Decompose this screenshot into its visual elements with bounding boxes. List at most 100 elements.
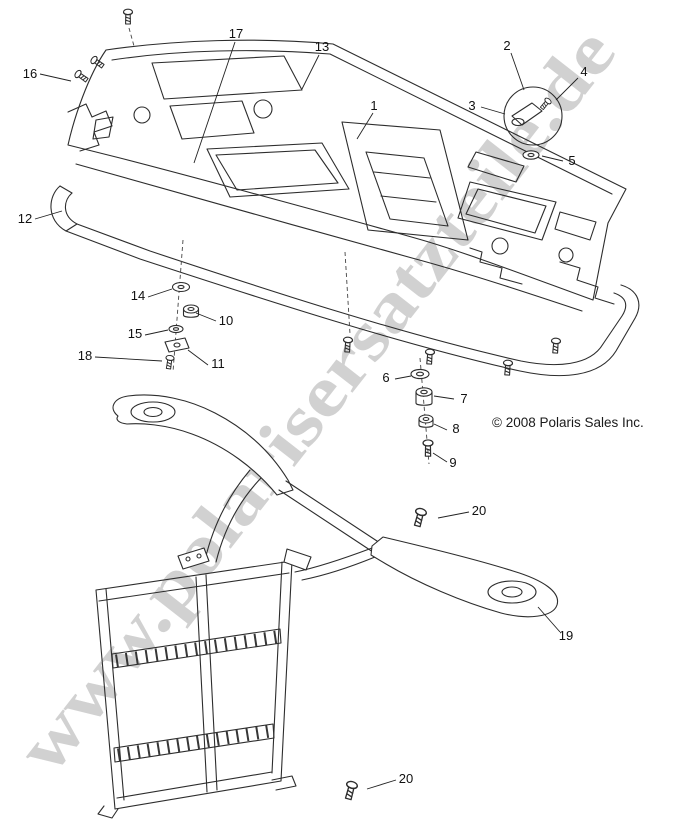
spacer-7-hole [420,389,428,395]
rack-center-channel [341,121,469,241]
callout-2: 2 [503,38,510,53]
washer-6 [410,368,430,380]
spacer-10 [182,304,200,314]
latch-bracket-3 [511,102,543,126]
rack-hole-round [253,99,273,119]
leader-10 [195,312,217,322]
leader-11 [187,349,209,366]
callout-12: 12 [18,211,32,226]
leader-lines [34,41,579,790]
screw-bolt [424,348,436,365]
frame-inner-bottom [116,771,273,799]
tube-left-down [204,469,251,561]
leader-7 [433,395,455,400]
rack-hole-round [558,247,574,263]
frame-rail-hatch [115,630,278,668]
rack-hole [457,181,557,241]
callout-5: 5 [568,153,575,168]
washer-15-hole [172,327,180,331]
rack-hole-round [133,106,151,124]
rack-hole [169,100,255,140]
callout-9: 9 [449,455,456,470]
leader-13 [301,54,320,90]
hardware-left-stack [163,239,200,373]
callout-8: 8 [452,421,459,436]
screw-bolt [89,54,106,71]
bracket-11-hole [173,342,181,348]
leader-12 [34,210,63,220]
callout-13: 13 [315,39,329,54]
frame-inner-top [98,572,290,602]
callout-20-upper: 20 [472,503,486,518]
rack-outline [67,39,627,301]
right-arm-slot-inner [501,586,523,598]
callout-19: 19 [559,628,573,643]
callout-1: 1 [370,98,377,113]
copyright-text: © 2008 Polaris Sales Inc. [492,415,644,430]
washer-5 [522,150,540,160]
watermark-text: www.polarisersatzteile.de [1,13,630,787]
nut-8-hole [422,416,430,422]
screw-bolt [122,8,134,25]
screw-bolt [550,337,562,354]
rack-top-ridge [111,50,613,195]
frame-inner-left [105,588,125,801]
callout-6: 6 [382,370,389,385]
washer-6-hole [415,371,425,377]
callout-15: 15 [128,326,142,341]
tube-right-down [301,556,376,581]
spacer-10-body [182,308,200,318]
rack-center-vee [365,151,449,227]
left-arm-slot [130,401,176,423]
rack-center-ribs [373,171,437,203]
leader-20-lower [366,779,397,790]
rack-hole [151,55,303,100]
leader-18 [94,356,163,362]
frame-outer [95,560,293,810]
callout-3: 3 [468,98,475,113]
callout-11: 11 [211,356,225,371]
rim-endcaps [59,185,78,232]
leader-4 [555,77,579,101]
screw-bolt [73,68,90,85]
spacer-7-body [415,391,433,406]
leader-20-upper [437,511,470,519]
leader-1 [356,112,374,140]
leader-3 [480,106,506,115]
leader-6 [394,375,412,380]
washer-15 [168,324,184,334]
leader-2 [510,52,525,91]
callout-4: 4 [580,64,587,79]
rack-front-apron [75,163,583,312]
frame-inner-right [271,561,283,774]
frame-foot [97,805,119,819]
detail-circle [503,86,563,160]
leader-9 [432,452,448,463]
callout-16: 16 [23,66,37,81]
bracket-11 [164,337,190,353]
spacer-7 [415,387,433,397]
callout-7: 7 [460,391,467,406]
rack-hole-round [491,237,509,255]
callout-18: 18 [78,348,92,363]
leader-14 [147,288,173,298]
frame-bracket [177,547,210,570]
right-arm-slot [487,580,537,604]
callout-labels: 16 17 13 2 4 3 1 5 12 14 10 15 11 18 6 7… [18,26,588,786]
frame-bracket-hole [196,553,202,559]
leader-19 [537,606,561,633]
washer-5-hole [527,152,535,158]
tube-right-down [294,547,373,573]
hardware-right-stack [410,357,434,465]
rack-hole-inner [215,149,339,191]
callout-17: 17 [229,26,243,41]
screw-18 [163,354,175,370]
frame-bracket-hole [185,556,191,562]
left-arm-slot-inner [143,406,163,418]
frame-rail-hatch [116,724,272,762]
callout-10: 10 [219,313,233,328]
rack-left-tabs [67,103,113,152]
rack-hole [467,151,525,183]
screw-9 [422,439,434,457]
